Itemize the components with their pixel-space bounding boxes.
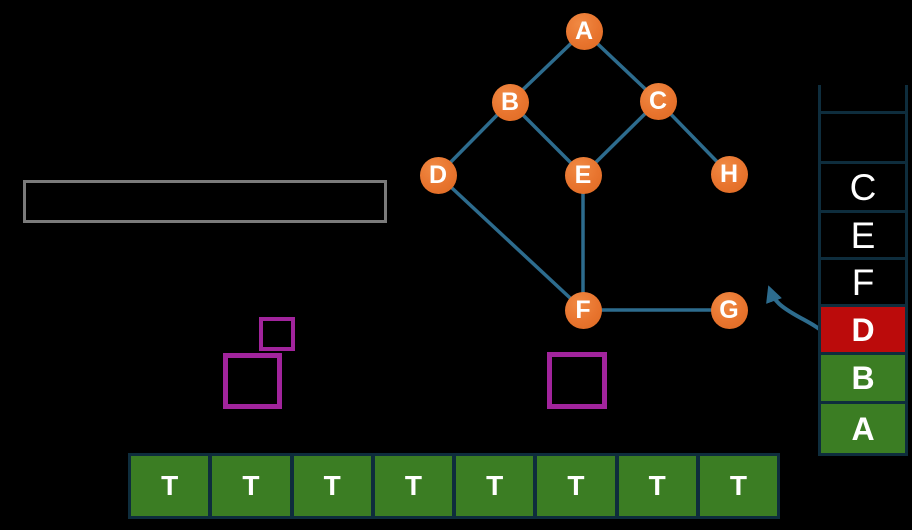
stack-cell-F: F — [821, 260, 905, 307]
stack-cell-empty-1 — [821, 114, 905, 164]
visited-cell-6: T — [614, 456, 696, 516]
stack-cell-E: E — [821, 213, 905, 260]
stack-cell-empty-0 — [821, 85, 905, 114]
stack-cell-A: A — [821, 404, 905, 453]
visited-cell-2: T — [289, 456, 371, 516]
visited-cell-7: T — [695, 456, 777, 516]
marker-square-center — [547, 352, 607, 409]
graph-node-H: H — [710, 155, 748, 193]
marker-square-large — [223, 353, 282, 409]
graph-node-D: D — [419, 156, 457, 194]
visited-cell-1: T — [208, 456, 290, 516]
stack-cell-D: D — [821, 307, 905, 355]
visited-cell-5: T — [533, 456, 615, 516]
graph-node-E: E — [564, 156, 602, 194]
graph-node-G: G — [710, 291, 748, 329]
stack-cell-B: B — [821, 355, 905, 404]
graph-edge-D-F — [436, 173, 585, 312]
graph-node-A: A — [565, 12, 603, 50]
marker-square-small — [259, 317, 295, 351]
visited-cell-3: T — [370, 456, 452, 516]
graph-node-F: F — [564, 291, 602, 329]
placeholder-box — [23, 180, 387, 223]
graph-node-C: C — [639, 82, 677, 120]
graph-node-B: B — [491, 83, 529, 121]
visited-cell-4: T — [452, 456, 534, 516]
stack-cell-C: C — [821, 164, 905, 213]
visited-cell-0: T — [131, 456, 209, 516]
